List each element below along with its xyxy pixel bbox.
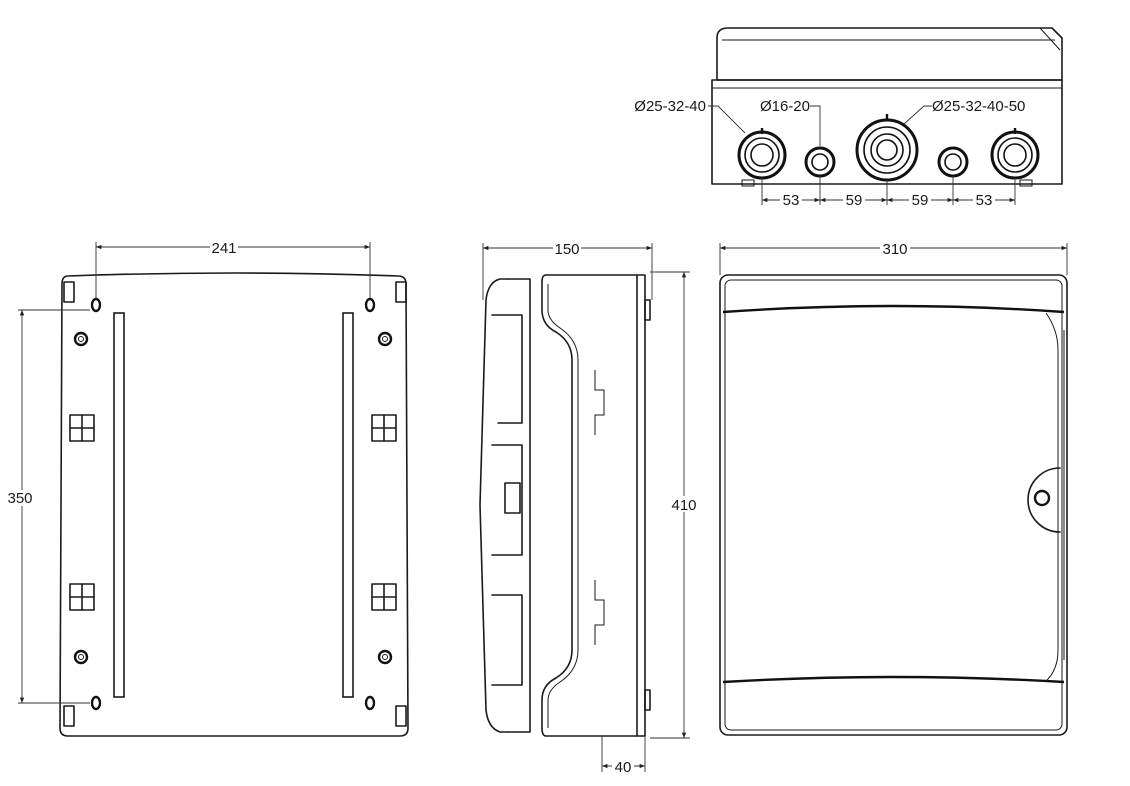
side-height-dim: 410 — [671, 497, 696, 514]
door-handle-recess — [1027, 467, 1061, 533]
gland-center-label: Ø25-32-40-50 — [932, 98, 1025, 115]
knockout-grid-tl — [69, 414, 95, 442]
cable-gland-left — [737, 128, 787, 180]
side-depth-dim: 150 — [554, 241, 579, 258]
top-view-lid — [716, 27, 1063, 81]
door-lock — [1033, 489, 1051, 507]
rail-left — [113, 312, 125, 698]
front-door-bottom-edge — [722, 675, 1065, 684]
front-outline — [719, 274, 1068, 736]
spacing-3: 59 — [912, 192, 929, 209]
side-door-profile — [479, 278, 509, 733]
spacing-1: 53 — [783, 192, 800, 209]
front-width-dim: 310 — [882, 241, 907, 258]
back-view-outline — [59, 272, 409, 737]
cable-gland-small-right — [937, 146, 969, 178]
knockout-grid-br — [371, 583, 397, 611]
front-door-top-edge — [722, 304, 1065, 314]
spacing-4: 53 — [976, 192, 993, 209]
mount-hole-tr — [364, 297, 376, 313]
mount-hole-bl — [90, 695, 102, 711]
cable-gland-center — [855, 114, 919, 182]
back-width-dim: 241 — [211, 240, 236, 257]
cable-gland-right — [990, 128, 1040, 180]
cable-gland-small-left — [804, 146, 836, 178]
mount-hole-tl — [90, 297, 102, 313]
side-rail-dim: 40 — [615, 759, 632, 776]
spacing-dimensions: 53 59 59 53 — [761, 176, 1016, 209]
side-body-profile — [541, 274, 646, 737]
back-view: 241 350 — [6, 239, 409, 737]
knockout-grid-bl — [69, 583, 95, 611]
gland-small-label: Ø16-20 — [760, 98, 810, 115]
gland-left-label: Ø25-32-40 — [634, 98, 706, 115]
spacing-2: 59 — [846, 192, 863, 209]
side-view: 150 410 40 — [479, 240, 700, 776]
back-height-dim: 350 — [7, 490, 32, 507]
knockout-grid-tr — [371, 414, 397, 442]
rail-right — [342, 312, 354, 698]
top-view: Ø25-32-40 Ø16-20 Ø25-32-40-50 53 59 59 5… — [634, 27, 1063, 209]
front-view: 310 — [719, 240, 1068, 736]
mount-hole-br — [364, 695, 376, 711]
